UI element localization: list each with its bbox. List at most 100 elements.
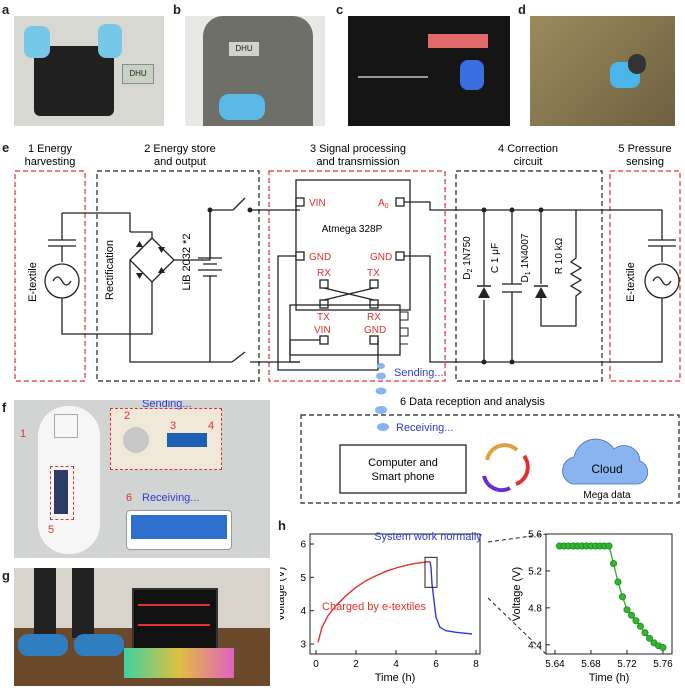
annotation-system-work: System work normally (374, 531, 482, 543)
plot-frame (309, 533, 481, 655)
section-5-title: 5 Pressure (618, 143, 671, 155)
watch (628, 54, 646, 74)
section-2-title: 2 Energy store (144, 143, 216, 155)
label-n3: 3 (170, 420, 177, 432)
data-point (628, 611, 636, 619)
pressure-sensor (54, 414, 78, 438)
section-1-subtitle: harvesting (25, 156, 76, 168)
junction-dot (481, 207, 487, 213)
label-n5: 5 (48, 524, 55, 536)
etextile-left-label: E-textile (27, 262, 39, 302)
pin-gnd-left: GND (309, 252, 331, 263)
data-point (632, 617, 640, 625)
data-point (605, 542, 613, 550)
rectification-label: Rectification (104, 240, 116, 300)
section-1-title: 1 Energy (28, 143, 73, 155)
y-tick-label: 4 (300, 606, 306, 617)
junction-dot (538, 207, 544, 213)
signal-dot (377, 363, 385, 369)
panel-label-b: b (173, 2, 181, 17)
leg (34, 568, 56, 638)
box-energy-store (96, 170, 260, 382)
signal-graph (131, 515, 227, 539)
wire (358, 76, 428, 78)
junction-dot (247, 207, 253, 213)
blue-glove (460, 60, 484, 90)
computer-line1: Computer and (368, 457, 438, 469)
etextile-right-label: E-textile (625, 262, 637, 302)
pin-rx-bottom: RX (367, 312, 381, 323)
pin-vin: VIN (309, 198, 326, 209)
cloud-icon (562, 438, 649, 485)
zoom-connector (488, 533, 547, 543)
leg (72, 568, 94, 638)
photo-d-jacket (530, 16, 675, 126)
junction-dot (509, 359, 515, 365)
panel-label-d: d (518, 2, 526, 17)
computer-box (339, 444, 467, 494)
y-tick-label: 4.4 (528, 640, 542, 651)
coin-battery (123, 427, 149, 453)
panel-label-f: f (2, 400, 7, 415)
signal-trace (138, 604, 210, 606)
circuit-zoom (110, 408, 222, 470)
glove-right (98, 24, 122, 58)
sending-label: Sending... (394, 367, 444, 379)
data-reception-diagram: 6 Data reception and analysis Receiving.… (300, 387, 680, 504)
y-axis-label: Voltage (V) (511, 567, 523, 621)
box-signal-processing (268, 170, 446, 382)
correction-circuit (483, 210, 583, 362)
d2-label: D2 1N750 (462, 236, 474, 280)
signal-dot (377, 423, 389, 431)
pin-tx-bottom: TX (317, 312, 330, 323)
zener-d2 (478, 287, 490, 298)
section-4-subtitle: circuit (514, 156, 543, 168)
panel-label-h: h (278, 518, 286, 533)
x-tick-label: 2 (353, 659, 359, 670)
y-axis-label: Voltage (V) (280, 567, 287, 621)
computer-line2: Smart phone (372, 471, 435, 483)
cloud-label: Cloud (591, 462, 622, 476)
laptop-screen (132, 588, 218, 650)
battery (198, 197, 300, 363)
plot-frame (545, 533, 673, 655)
x-tick-label: 8 (473, 659, 479, 670)
box-energy-harvesting (14, 170, 86, 382)
y-tick-label: 5 (300, 573, 306, 584)
d1-label: D1 1N4007 (520, 233, 532, 282)
x-tick-label: 0 (313, 659, 319, 670)
pin-tx-top: TX (367, 268, 380, 279)
data-point (641, 629, 649, 637)
x-tick-label: 5.76 (653, 659, 673, 670)
microcontroller (289, 179, 411, 356)
section-3-subtitle: and transmission (316, 156, 399, 168)
box-pressure-sensing (609, 170, 681, 382)
photo-b-jacket: DHU (185, 16, 325, 126)
box-correction (455, 170, 603, 382)
sneaker (18, 634, 68, 656)
phone-screen (126, 510, 232, 550)
signal-trace (138, 624, 210, 626)
x-tick-label: 5.72 (617, 659, 637, 670)
laptop-keyboard (124, 648, 234, 678)
blue-glove (219, 94, 265, 120)
pin-gnd-bt: GND (364, 325, 386, 336)
embedded-module (54, 470, 68, 514)
c1-label: C 1 μF (490, 243, 501, 273)
label-n1: 1 (20, 428, 27, 440)
zoom-box (424, 556, 438, 588)
pin-rx-top: RX (317, 268, 331, 279)
mega-data-label: Mega data (583, 490, 631, 501)
x-tick-label: 5.64 (545, 659, 565, 670)
circuit-diagram: 1 Energy harvesting 2 Energy store and o… (14, 143, 681, 382)
data-point (614, 578, 622, 586)
panel-label-e: e (2, 140, 10, 155)
label-n6: 6 (126, 492, 133, 504)
panel-label-c: c (336, 2, 344, 17)
etextile-source-left (44, 212, 131, 335)
data-point (610, 560, 618, 568)
pin-gnd-right: GND (370, 252, 392, 263)
data-point (619, 593, 627, 601)
